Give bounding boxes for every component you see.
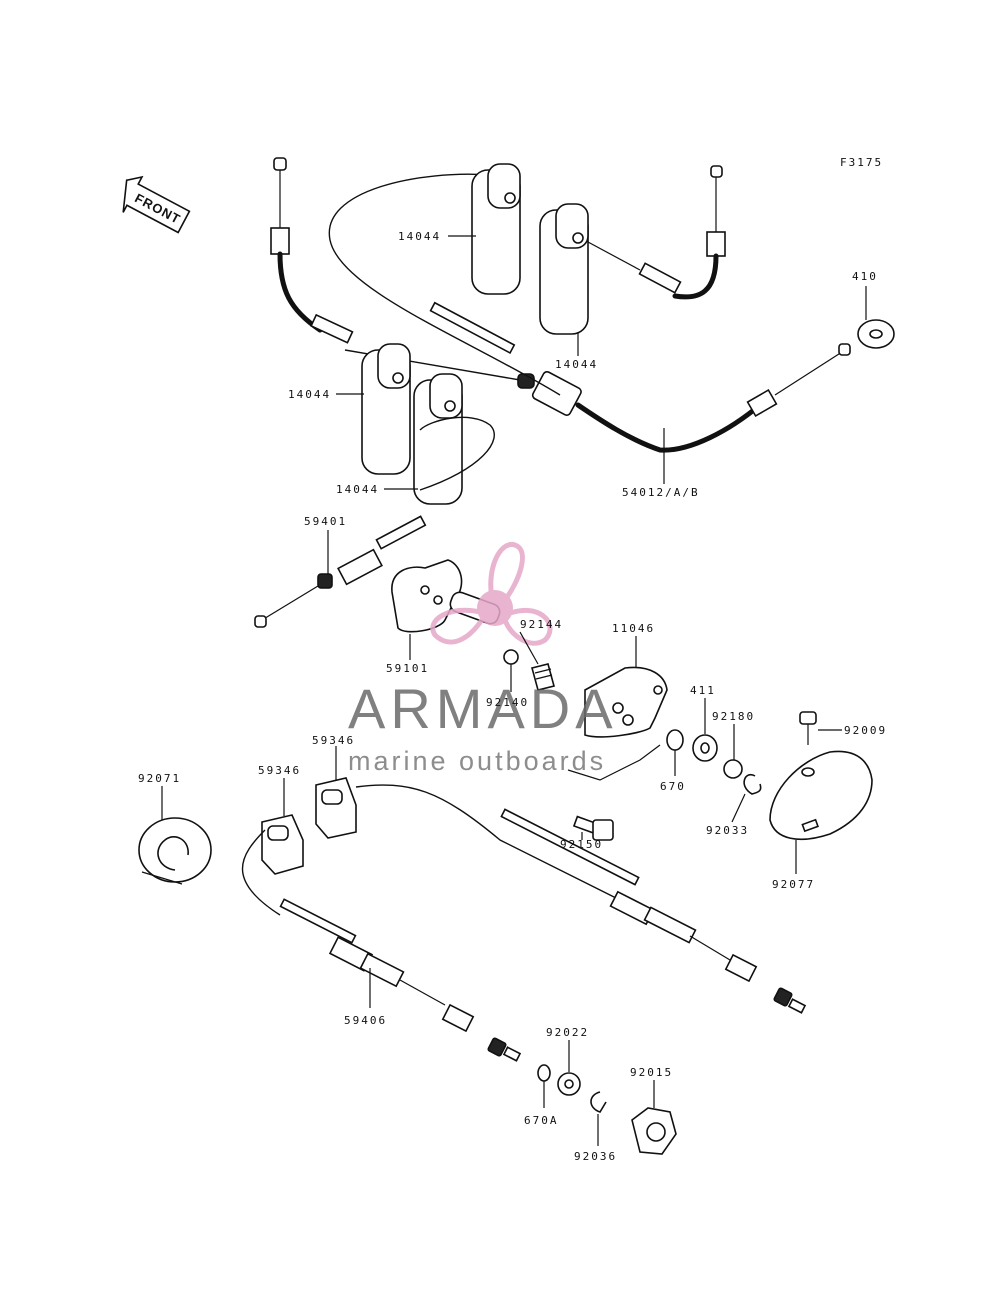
figure-code: F3175 bbox=[840, 156, 883, 169]
part-label-92180: 92180 bbox=[712, 710, 755, 723]
spring-92144 bbox=[531, 663, 555, 691]
bolt-92150 bbox=[572, 815, 614, 841]
part-label-670: 670 bbox=[660, 780, 686, 793]
grommet-92071 bbox=[138, 817, 212, 885]
part-label-92140: 92140 bbox=[486, 696, 529, 709]
clamp-59346-a bbox=[261, 814, 304, 875]
part-label-59406: 59406 bbox=[344, 1014, 387, 1027]
part-label-92036: 92036 bbox=[574, 1150, 617, 1163]
screw-92009 bbox=[799, 711, 817, 745]
clamp-14044-c bbox=[361, 343, 411, 475]
clamp-14044-a bbox=[471, 163, 521, 295]
part-label-410: 410 bbox=[852, 270, 878, 283]
propeller-icon bbox=[430, 542, 553, 646]
cable-fitting-right bbox=[746, 388, 778, 418]
cable-end-right-top bbox=[710, 165, 723, 178]
cable-sleeve-right bbox=[638, 262, 682, 294]
part-label-92071: 92071 bbox=[138, 772, 181, 785]
oring-670A bbox=[537, 1064, 551, 1082]
cable-rod-upper bbox=[429, 301, 516, 355]
part-label-92077: 92077 bbox=[772, 878, 815, 891]
cable-fitting-left bbox=[270, 227, 290, 255]
lower-cable-short bbox=[241, 829, 522, 1062]
part-label-11046: 11046 bbox=[612, 622, 655, 635]
part-label-92022: 92022 bbox=[546, 1026, 589, 1039]
part-label-14044-a: 14044 bbox=[398, 230, 441, 243]
washer-92180 bbox=[723, 759, 743, 779]
cable-end-right bbox=[838, 343, 851, 356]
part-label-92033: 92033 bbox=[706, 824, 749, 837]
washer-411 bbox=[692, 734, 718, 762]
washer-410 bbox=[857, 319, 895, 349]
part-label-92009: 92009 bbox=[844, 724, 887, 737]
armada-logo: ARMADA marine outboards bbox=[348, 542, 618, 776]
throttle-cable-59401 bbox=[254, 416, 495, 628]
lockwasher-92036 bbox=[590, 1091, 607, 1113]
part-label-59101: 59101 bbox=[386, 662, 429, 675]
ball-92140 bbox=[503, 649, 519, 665]
part-label-92144: 92144 bbox=[520, 618, 563, 631]
watermark-subtitle: marine outboards bbox=[348, 746, 606, 776]
part-label-59346-a: 59346 bbox=[258, 764, 301, 777]
part-label-92015: 92015 bbox=[630, 1066, 673, 1079]
cable-sleeve-left bbox=[310, 313, 354, 344]
part-label-59401: 59401 bbox=[304, 515, 347, 528]
part-label-54012: 54012/A/B bbox=[622, 486, 700, 499]
cable-fitting-right-top bbox=[706, 231, 726, 257]
cover-92077 bbox=[769, 750, 873, 841]
front-arrow-icon: FRONT bbox=[122, 175, 191, 234]
watermark-title: ARMADA bbox=[348, 677, 618, 740]
clamp-59346-b bbox=[315, 777, 357, 839]
washer-92022 bbox=[557, 1072, 581, 1096]
part-label-670A: 670A bbox=[524, 1114, 559, 1127]
part-label-59346-b: 59346 bbox=[312, 734, 355, 747]
part-label-14044-b: 14044 bbox=[555, 358, 598, 371]
part-label-14044-c: 14044 bbox=[288, 388, 331, 401]
part-label-411: 411 bbox=[690, 684, 716, 697]
clamp-14044-b bbox=[539, 203, 589, 335]
part-label-92150: 92150 bbox=[560, 838, 603, 851]
clamp-14044-d bbox=[413, 373, 463, 505]
cable-end-left-top bbox=[273, 157, 287, 171]
nut-92015 bbox=[631, 1107, 677, 1155]
lower-cable-long bbox=[355, 784, 807, 1014]
housing-11046 bbox=[584, 666, 668, 738]
part-label-14044-d: 14044 bbox=[336, 483, 379, 496]
circlip-92033 bbox=[743, 773, 762, 795]
oring-670 bbox=[666, 729, 684, 751]
